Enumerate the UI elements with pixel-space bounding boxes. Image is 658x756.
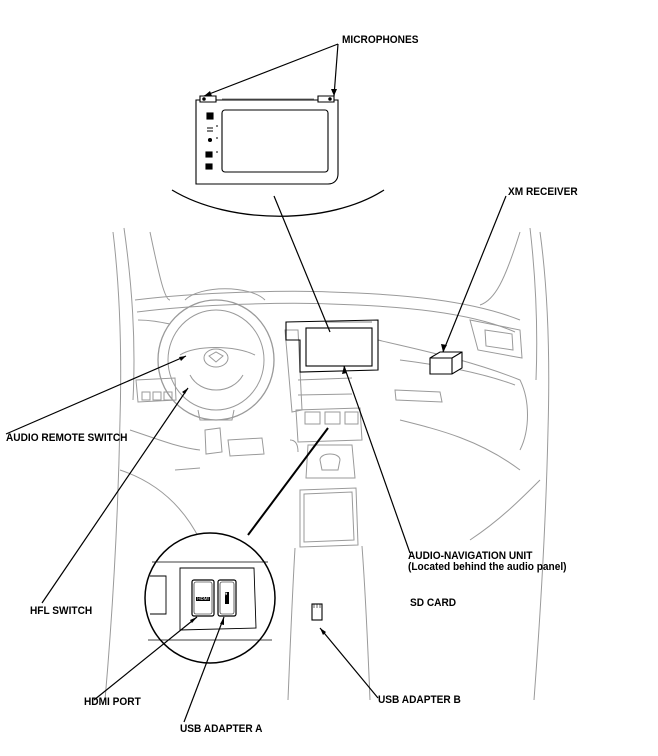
label-hfl-switch: HFL SWITCH	[30, 605, 93, 617]
arrow-usb-a	[220, 617, 224, 625]
label-hdmi-port: HDMI PORT	[84, 696, 141, 708]
label-audio-remote-switch: AUDIO REMOTE SWITCH	[6, 432, 128, 444]
port-inset	[144, 532, 276, 664]
sd-card-slot	[311, 603, 323, 621]
leader-lines	[5, 43, 507, 723]
arrow-hfl-switch	[182, 388, 188, 394]
arrow-hdmi	[190, 617, 197, 623]
label-audio-nav-note: (Located behind the audio panel)	[408, 561, 567, 573]
arrow-mic-left	[204, 91, 212, 96]
label-microphones: MICROPHONES	[342, 34, 419, 46]
audio-unit-detail	[171, 95, 385, 217]
usb-port-mark: ⇆	[222, 590, 228, 597]
arrow-usb-b	[320, 628, 326, 635]
label-xm-receiver: XM RECEIVER	[508, 186, 578, 198]
audio-nav-unit-in-dash	[285, 319, 379, 373]
label-audio-nav-unit: AUDIO-NAVIGATION UNIT	[408, 550, 533, 562]
arrow-mic-right	[331, 89, 337, 96]
arrow-nav-unit	[342, 366, 347, 374]
label-sd-card: SD CARD	[410, 597, 457, 609]
dashboard-outline	[104, 227, 550, 701]
hdmi-port-mark: HDMI	[197, 596, 209, 601]
arrowheads	[179, 89, 447, 635]
xm-receiver-box	[429, 351, 463, 375]
label-usb-adapter-a: USB ADAPTER A	[180, 723, 263, 735]
arrow-xm	[441, 344, 447, 352]
label-usb-adapter-b: USB ADAPTER B	[378, 694, 461, 706]
arrow-remote-switch	[179, 356, 186, 361]
